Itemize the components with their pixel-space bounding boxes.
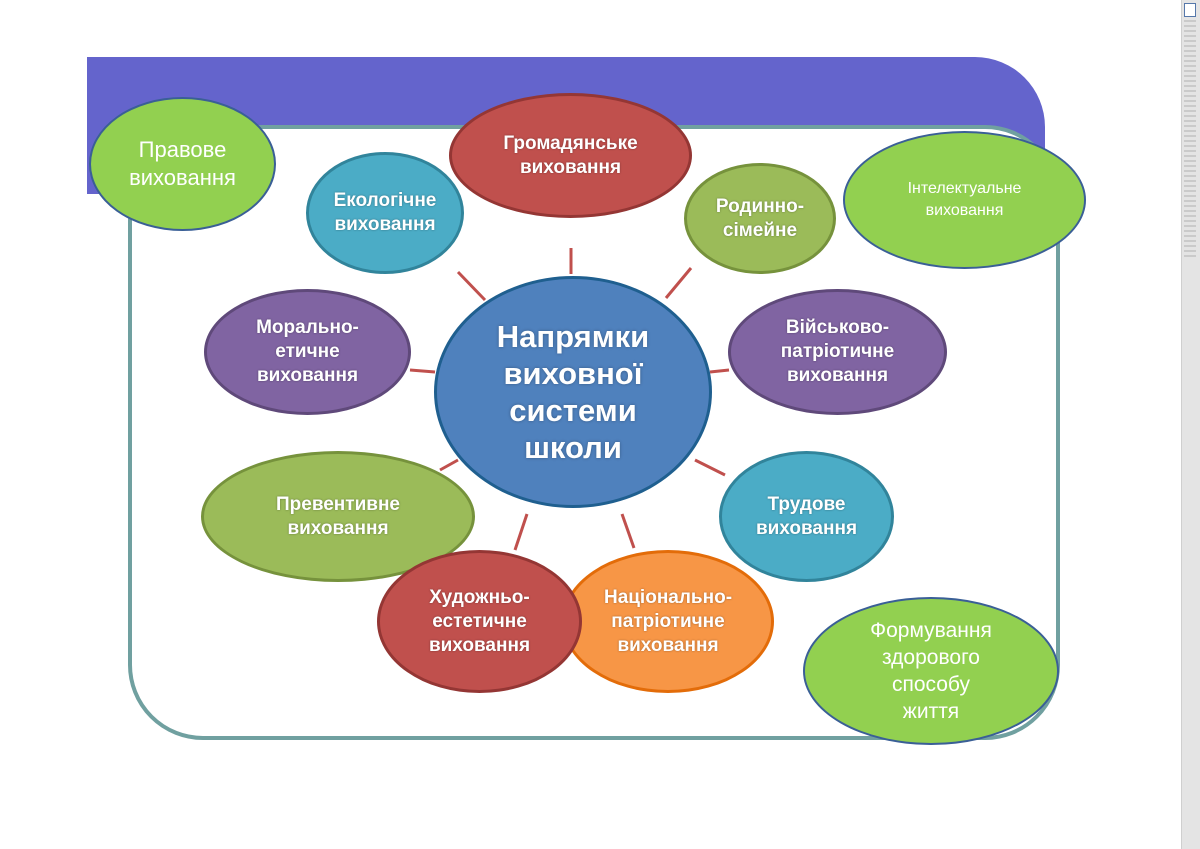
- node-intellectual: Інтелектуальне виховання: [843, 131, 1086, 269]
- node-ecological: Екологічне виховання: [306, 152, 464, 274]
- node-national-label: Національно- патріотичне виховання: [603, 586, 733, 656]
- node-civic: Громадянське виховання: [449, 93, 692, 218]
- connector-artistic: [513, 513, 529, 551]
- node-military-label: Військово- патріотичне виховання: [780, 317, 895, 386]
- side-strip-fine-print: [1184, 20, 1196, 260]
- connector-family: [664, 267, 693, 299]
- node-artistic-label: Художньо- естетичне виховання: [428, 586, 531, 656]
- node-artistic: Художньо- естетичне виховання: [377, 550, 582, 693]
- center-node: Напрямки виховної системи школи: [434, 276, 712, 508]
- connector-labor: [694, 458, 726, 477]
- node-civic-label: Громадянське виховання: [503, 132, 638, 178]
- node-healthy-label: Формування здорового способу життя: [870, 619, 992, 723]
- node-labor: Трудове виховання: [719, 451, 894, 582]
- node-preventive-label: Превентивне виховання: [275, 493, 400, 539]
- node-military: Військово- патріотичне виховання: [728, 289, 947, 415]
- connector-national: [620, 513, 636, 549]
- node-moral: Морально- етичне виховання: [204, 289, 411, 415]
- node-national: Національно- патріотичне виховання: [562, 550, 774, 693]
- connector-moral: [409, 368, 436, 374]
- node-legal-label: Правове виховання: [129, 137, 236, 190]
- node-moral-label: Морально- етичне виховання: [256, 317, 359, 386]
- node-family-label: Родинно- сімейне: [715, 195, 805, 241]
- node-labor-label: Трудове виховання: [755, 493, 858, 539]
- node-legal: Правове виховання: [89, 97, 276, 231]
- node-family: Родинно- сімейне: [684, 163, 836, 274]
- node-preventive: Превентивне виховання: [201, 451, 475, 582]
- node-healthy: Формування здорового способу життя: [803, 597, 1059, 745]
- connector-military: [709, 368, 730, 374]
- document-icon: [1184, 3, 1196, 17]
- node-ecological-label: Екологічне виховання: [333, 190, 437, 235]
- node-intellectual-label: Інтелектуальне виховання: [907, 180, 1022, 219]
- connector-preventive: [439, 458, 459, 472]
- connector-ecological: [456, 270, 487, 302]
- center-node-label: Напрямки виховної системи школи: [496, 319, 650, 465]
